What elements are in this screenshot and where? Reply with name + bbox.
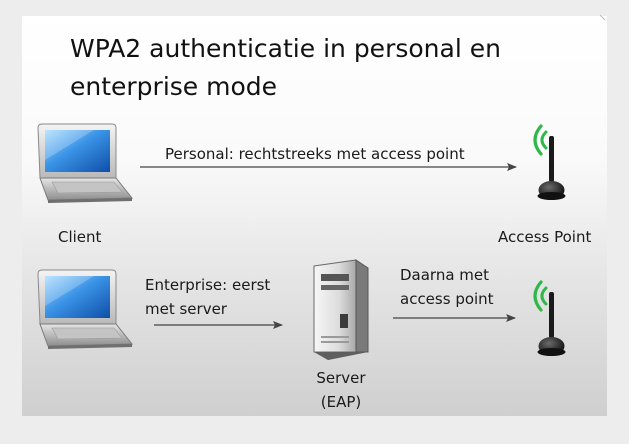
enterprise-access-point-icon <box>533 280 566 356</box>
connector-arrows <box>140 163 517 329</box>
slide: WPA2 authenticatie in personal en enterp… <box>22 16 607 416</box>
corner-mark <box>600 14 606 20</box>
server-icon <box>313 259 369 360</box>
slide-title-line-2: enterprise mode <box>70 72 278 101</box>
server-label-line-1: Server <box>316 369 366 387</box>
client-label: Client <box>58 228 102 246</box>
slide-title-line-1: WPA2 authenticatie in personal en <box>70 34 501 63</box>
server-label-line-2: (EAP) <box>320 393 362 411</box>
second-step-label-line-2: access point <box>400 290 494 308</box>
slide-title: WPA2 authenticatie in personal en enterp… <box>70 30 590 106</box>
access-point-icon <box>533 124 566 200</box>
enterprise-client-laptop-icon <box>37 269 134 349</box>
enterprise-label-line-2: met server <box>145 300 227 318</box>
enterprise-label-line-1: Enterprise: eerst <box>145 276 271 294</box>
access-point-label: Access Point <box>498 228 592 246</box>
second-step-label-line-1: Daarna met <box>400 266 490 284</box>
client-laptop-icon <box>37 123 134 203</box>
personal-arrow-label: Personal: rechtstreeks met access point <box>165 145 465 163</box>
